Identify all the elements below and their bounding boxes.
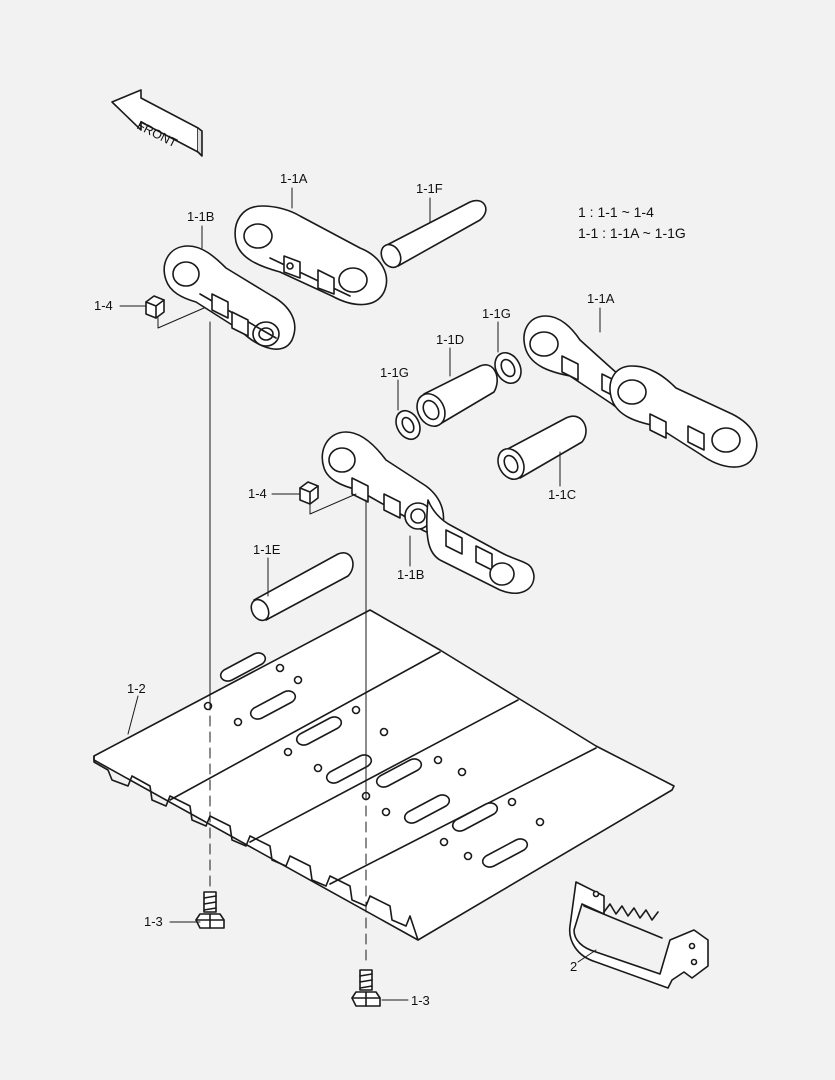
callout-1-2: 1-2: [127, 681, 146, 696]
callout-1-4-top: 1-4: [94, 298, 113, 313]
bolt-1-3-left: [195, 891, 225, 929]
legend-line-1: 1 : 1-1 ~ 1-4: [578, 204, 654, 220]
track-pin-1-1f: [380, 199, 487, 269]
nut-1-4-mid: [299, 481, 319, 505]
seal-1-1g-left: [395, 409, 421, 441]
callout-1-1e: 1-1E: [253, 542, 281, 557]
callout-1-3-left: 1-3: [144, 914, 163, 929]
track-shoe-1-2: [93, 609, 675, 941]
leader-lines: [119, 187, 601, 1001]
shoe-slots: [219, 652, 529, 868]
spacer-1-1c: [497, 415, 587, 481]
shoe-bolt-holes: [203, 663, 545, 861]
seal-1-1g-right: [494, 351, 522, 385]
callout-1-1c: 1-1C: [548, 487, 577, 502]
alignment-lines: [157, 307, 367, 967]
callout-1-1a-right: 1-1A: [587, 291, 615, 306]
callout-2: 2: [570, 959, 578, 974]
callout-1-1g-left: 1-1G: [380, 365, 409, 380]
track-link-1-1a-right: [523, 315, 758, 468]
front-arrow-icon: FRONT: [111, 89, 203, 157]
callout-1-4-mid: 1-4: [248, 486, 267, 501]
callout-1-1f: 1-1F: [416, 181, 443, 196]
callout-1-1a-top: 1-1A: [280, 171, 308, 186]
callout-1-1b-mid: 1-1B: [397, 567, 425, 582]
legend-line-2: 1-1 : 1-1A ~ 1-1G: [578, 225, 686, 241]
callout-1-1g-right: 1-1G: [482, 306, 511, 321]
track-guard-2: [568, 881, 709, 989]
callout-1-1d: 1-1D: [436, 332, 465, 347]
track-link-1-1b-top: [163, 245, 296, 350]
track-pin-1-1e: [250, 552, 354, 622]
bushing-1-1d: [416, 364, 498, 428]
callout-1-3-bottom: 1-3: [411, 993, 430, 1008]
callout-1-1b-top: 1-1B: [187, 209, 215, 224]
track-link-1-1a-top: [234, 205, 388, 306]
bolt-1-3-bottom: [351, 969, 381, 1007]
nut-1-4-top: [145, 295, 165, 319]
track-link-1-1b-mid: [321, 431, 535, 594]
